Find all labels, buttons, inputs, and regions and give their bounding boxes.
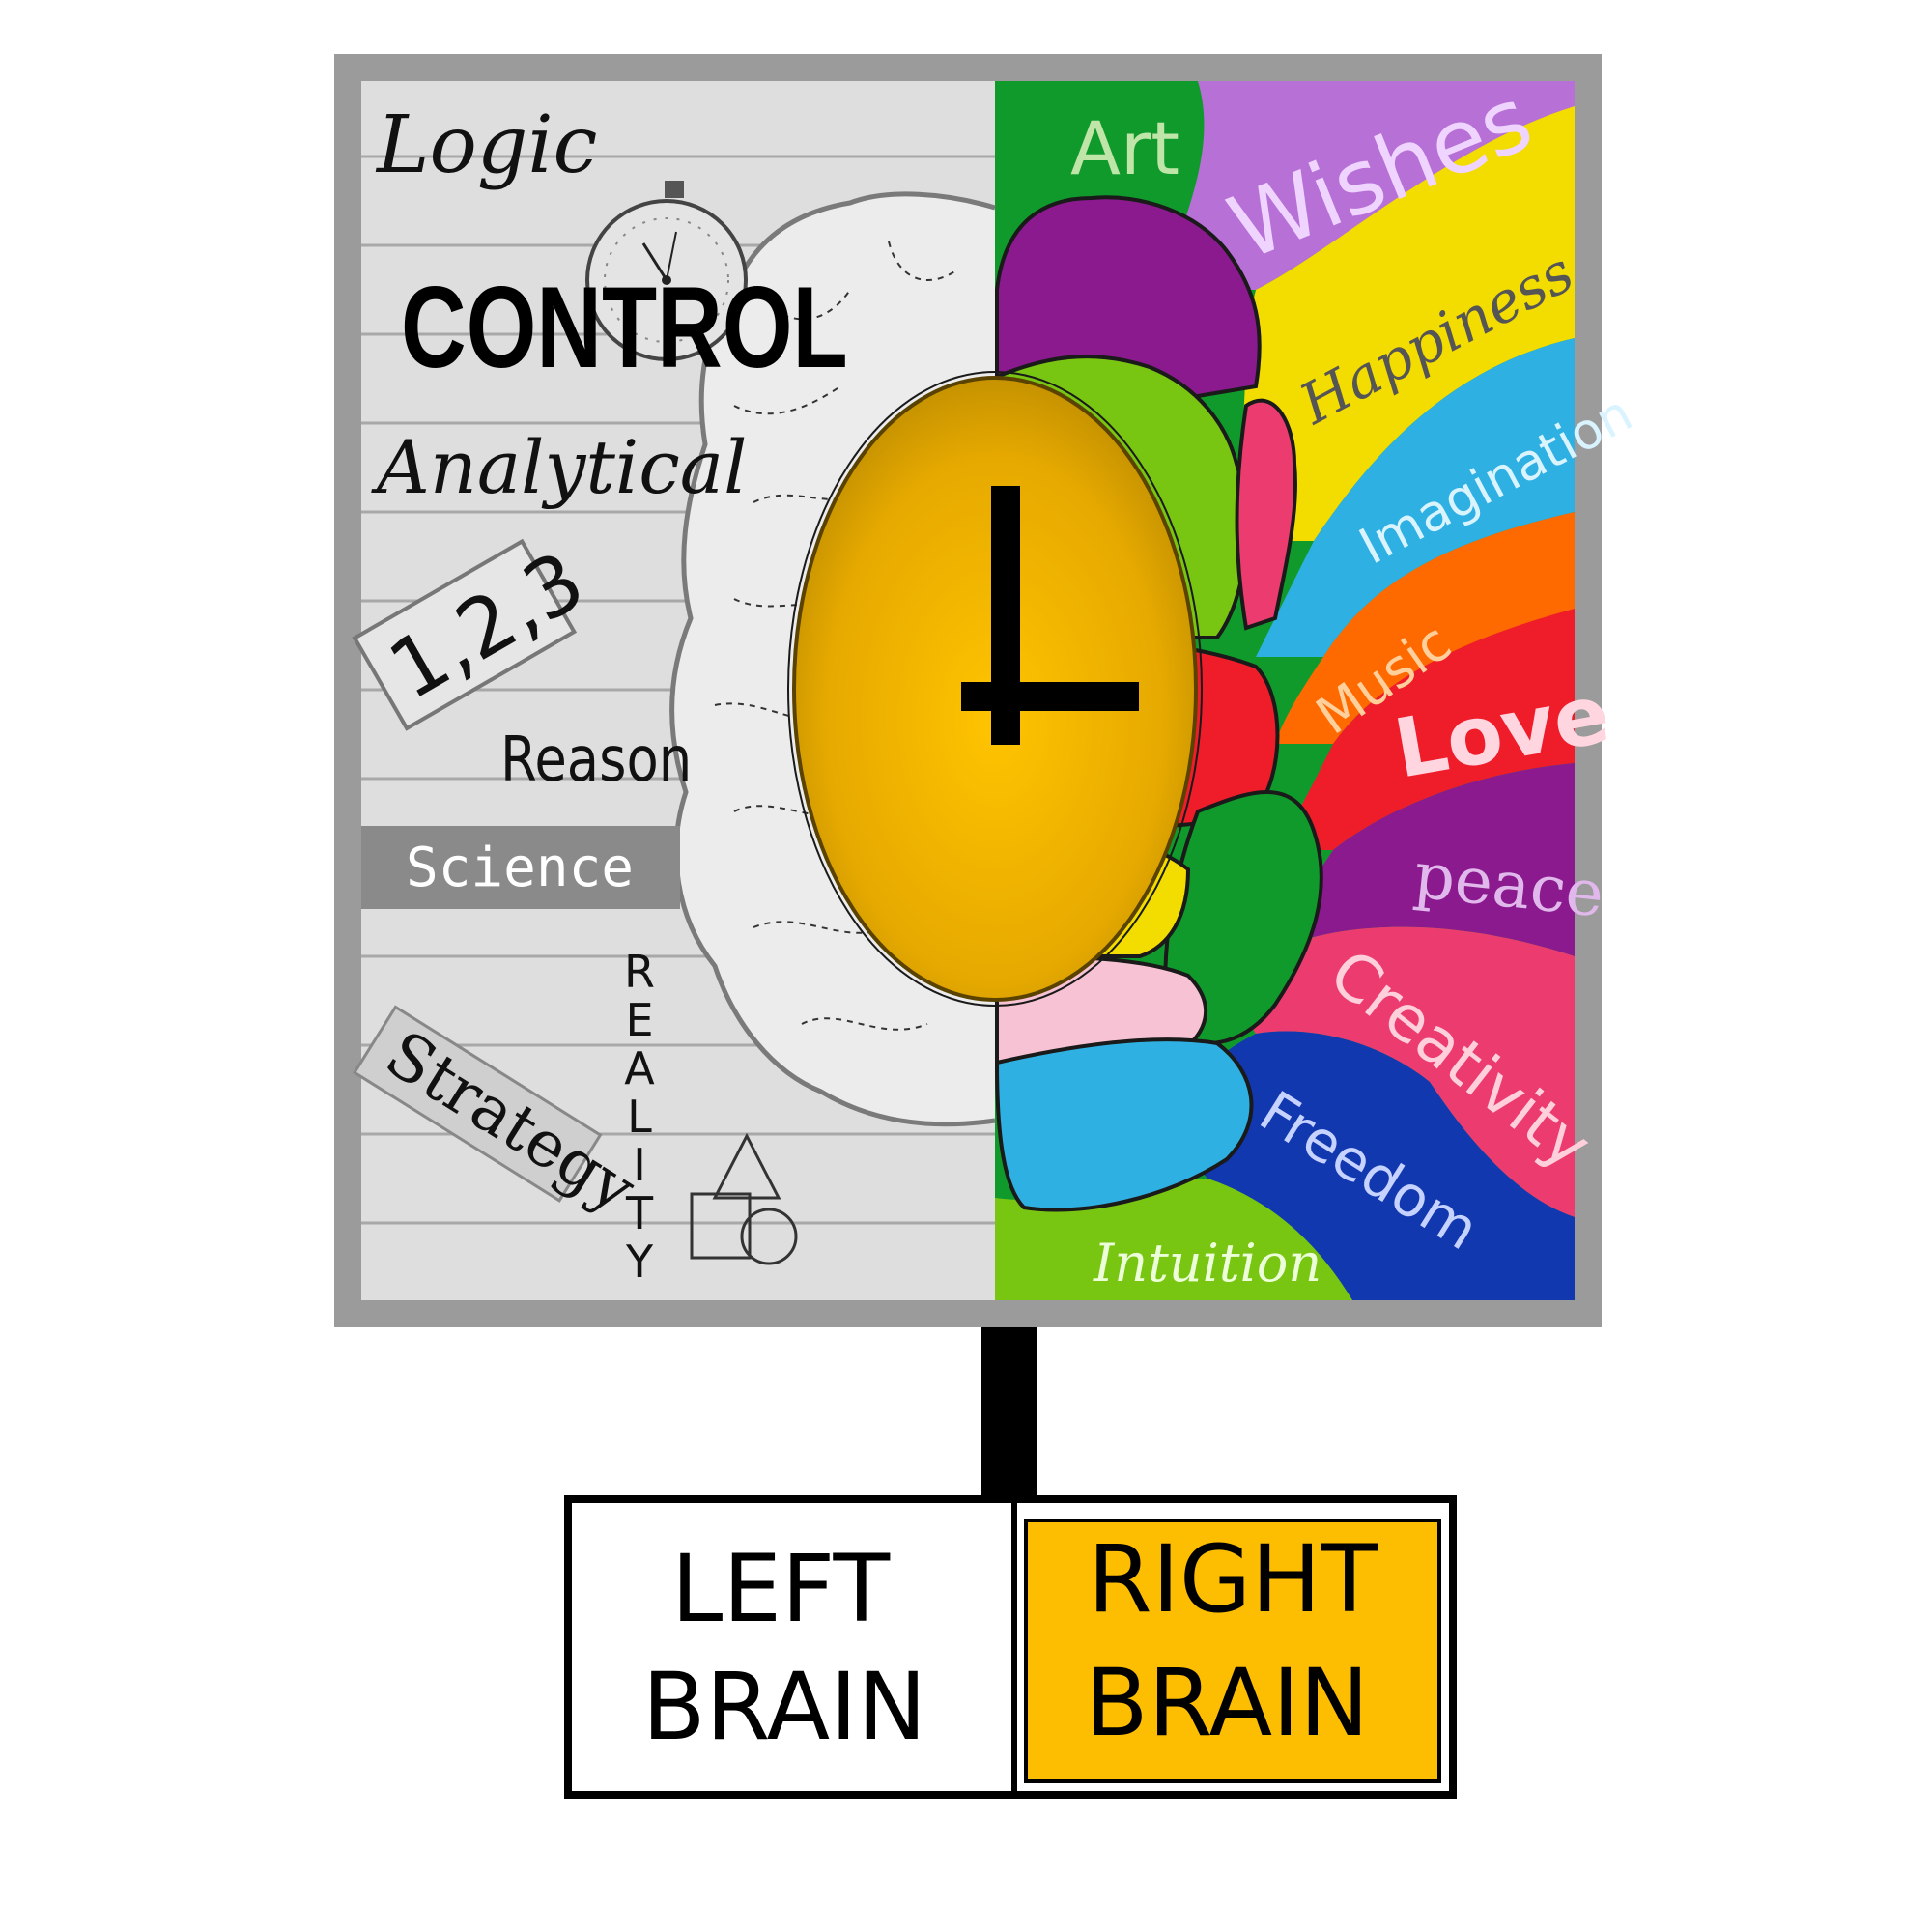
wave-pink [1236,926,1575,1217]
word-control: CONTROL [401,263,848,392]
right-brain-label-line1: RIGHT [1088,1525,1378,1634]
word-reason: Reason [500,724,692,796]
science-band [361,826,680,909]
wave-red [1275,609,1575,850]
right-brain-label-bg [1024,1519,1441,1783]
clock-hand-minute [961,682,1139,711]
lobe-darkgreen [1163,790,1323,1045]
reality-letter: I [633,1139,646,1191]
reality-letter: R [624,946,655,998]
wave-sky [1256,338,1575,657]
stopwatch-icon [585,181,748,361]
right-brain-label-line2: BRAIN [1085,1649,1369,1757]
word-reality: R E A L I T Y [624,946,655,1288]
geometric-shapes-icon [690,1132,798,1265]
lobe-pink [1235,398,1297,631]
wave-orange [1275,512,1575,744]
lobe-sky [994,1037,1254,1212]
wave-purple [1159,81,1575,290]
clock-rim [787,371,1203,1007]
word-science: Science [406,837,634,899]
reality-letter: T [625,1187,654,1239]
reality-letter: Y [625,1236,654,1288]
wave-yellow [1217,106,1575,541]
left-brain-label-line1: LEFT [671,1535,891,1643]
word-art: Art [1070,105,1179,191]
reality-letter: A [624,1042,655,1094]
left-brain-label-line2: BRAIN [642,1653,926,1761]
word-logic: Logic [375,99,597,191]
word-analytical: Analytical [371,424,747,510]
word-intuition: Intuition [1093,1233,1321,1293]
sign-post [981,1327,1037,1503]
wave-violet [1275,763,1575,956]
reality-letter: E [625,994,653,1046]
reality-letter: L [627,1091,652,1143]
wave-blue [1159,1031,1575,1300]
